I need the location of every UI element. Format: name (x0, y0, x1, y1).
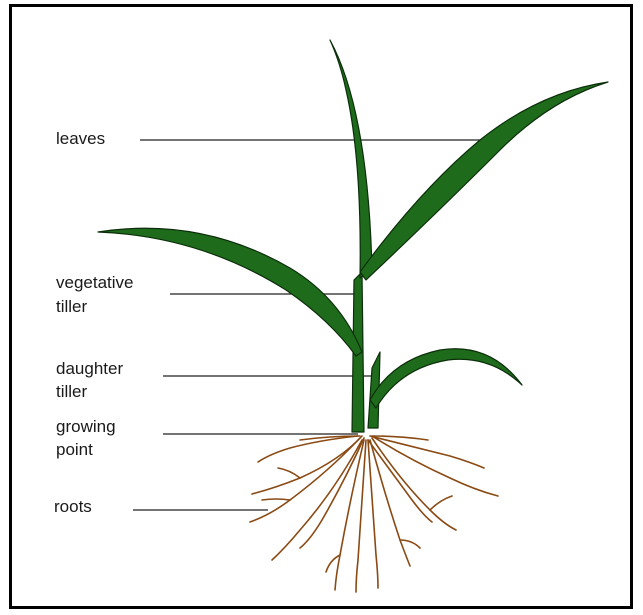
leaf-central (330, 40, 372, 278)
label-roots: roots (54, 496, 92, 518)
label-leaves: leaves (56, 128, 105, 150)
leaf-daughter (370, 349, 522, 408)
label-growing-point-line1: growing (56, 416, 116, 438)
leaf-left (98, 228, 362, 356)
label-vegetative-tiller-line2: tiller (56, 296, 87, 318)
roots-illustration (250, 436, 498, 592)
shoot-illustration (98, 40, 608, 432)
label-daughter-tiller-line1: daughter (56, 358, 123, 380)
label-growing-point-line2: point (56, 439, 93, 461)
label-daughter-tiller-line2: tiller (56, 381, 87, 403)
leaf-right-upper (360, 82, 608, 280)
label-vegetative-tiller-line1: vegetative (56, 272, 134, 294)
